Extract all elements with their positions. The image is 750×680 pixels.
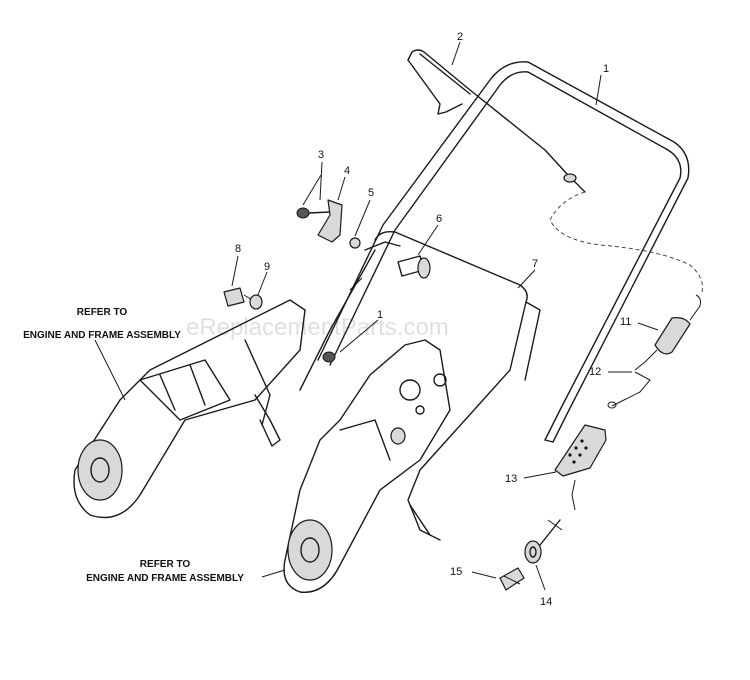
small-spring-15 xyxy=(499,567,525,591)
reference-note-2-line2: ENGINE AND FRAME ASSEMBLY xyxy=(86,573,244,584)
callout-9: 9 xyxy=(264,261,270,273)
knob-assembly xyxy=(296,199,361,249)
callout-5: 5 xyxy=(368,187,374,199)
upper-handle xyxy=(317,61,690,443)
watermark: eReplacementParts.com xyxy=(186,314,449,341)
callout-8: 8 xyxy=(235,243,241,255)
callout-13: 13 xyxy=(505,473,517,485)
callout-4: 4 xyxy=(344,165,350,177)
callout-3: 3 xyxy=(318,149,324,161)
bolt-6 xyxy=(397,255,431,279)
left-frame-bracket xyxy=(73,299,306,519)
callout-14: 14 xyxy=(540,596,552,608)
reference-note-1-line1: REFER TO xyxy=(77,307,128,318)
leader-lines xyxy=(94,41,659,591)
extension-spring-11 xyxy=(634,294,701,371)
bolt-8-washer-9 xyxy=(223,287,263,310)
right-frame-bracket xyxy=(283,339,451,593)
callout-7: 7 xyxy=(532,258,538,270)
callout-12: 12 xyxy=(589,366,601,378)
callout-1: 1 xyxy=(603,63,609,75)
control-bail xyxy=(407,49,703,293)
bracket-plate-13 xyxy=(554,424,607,511)
callout-2: 2 xyxy=(457,31,463,43)
spring-hook-12 xyxy=(607,371,651,409)
callout-11: 11 xyxy=(620,316,631,328)
callout-numbers: 1 2 3 4 5 6 7 8 9 1 11 12 13 14 15 xyxy=(235,31,631,608)
callout-6: 6 xyxy=(436,213,442,225)
callout-10: 1 xyxy=(377,309,383,321)
reference-note-1-line2: ENGINE AND FRAME ASSEMBLY xyxy=(23,330,181,341)
reference-note-2-line1: REFER TO xyxy=(140,559,191,570)
callout-15: 15 xyxy=(450,566,462,578)
eye-bolt-14 xyxy=(524,519,563,564)
reference-notes: REFER TO ENGINE AND FRAME ASSEMBLY REFER… xyxy=(23,307,244,584)
lower-handle xyxy=(299,230,541,541)
